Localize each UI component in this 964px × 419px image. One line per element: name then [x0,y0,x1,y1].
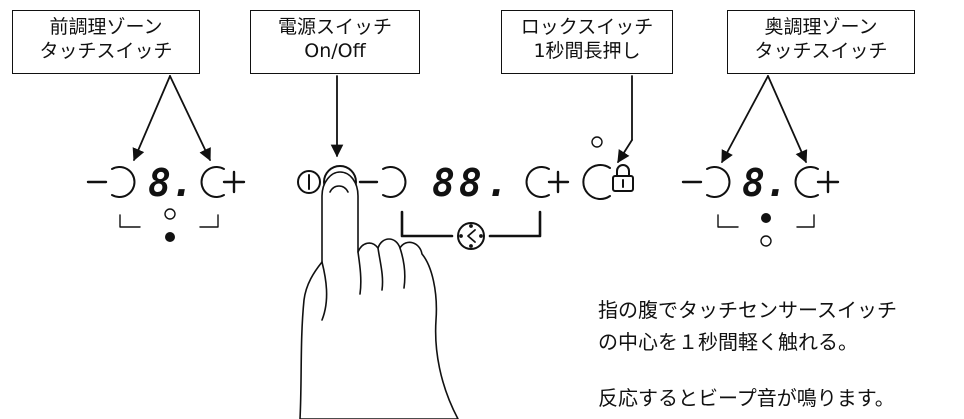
minus-icon[interactable] [358,166,407,198]
label-front-zone-line2: タッチスイッチ [39,40,173,62]
indicator-filled-dot [165,232,175,242]
label-rear-zone-line1: 奥調理ゾーン [764,16,878,38]
plus-icon[interactable] [200,166,246,198]
front-zone-level-display: 8. [148,161,194,205]
label-lock-line2: 1秒間長押し [533,40,641,62]
lock-switch[interactable] [582,136,634,200]
label-front-zone-line1: 前調理ゾーン [49,16,163,38]
plus-icon[interactable] [525,166,570,198]
minus-icon[interactable] [86,166,136,198]
label-power-line1: 電源スイッチ [277,16,392,38]
label-lock: ロックスイッチ 1秒間長押し [501,10,673,74]
front-zone-controls: 8. [86,161,246,242]
pointer-arrows [132,75,808,164]
lock-indicator-dot [591,136,603,148]
label-power: 電源スイッチ On/Off [250,10,420,74]
plus-icon[interactable] [794,166,840,198]
rear-zone-level-display: 8. [742,161,788,205]
finger-icon [299,171,459,419]
label-rear-zone-line2: タッチスイッチ [754,40,888,62]
lock-icon [612,164,634,192]
label-rear-zone: 奥調理ゾーン タッチスイッチ [727,10,915,74]
label-front-zone: 前調理ゾーン タッチスイッチ [12,10,200,74]
indicator-empty-dot [760,235,772,247]
indicator-filled-dot [761,213,771,223]
minus-icon[interactable] [681,166,731,198]
instruction-line2: の中心を１秒間軽く触れる。 [598,330,858,354]
timer-clock-icon [457,222,485,250]
label-lock-line1: ロックスイッチ [520,16,654,38]
label-power-line2: On/Off [304,40,366,62]
timer-controls: 88. [358,161,570,250]
instruction-line1: 指の腹でタッチセンサースイッチ [598,298,897,322]
rear-zone-controls: 8. [681,161,840,247]
power-icon [297,170,321,194]
instruction-line3: 反応するとビープ音が鳴ります。 [598,386,895,410]
indicator-empty-dot [164,208,176,220]
timer-display: 88. [432,161,513,205]
